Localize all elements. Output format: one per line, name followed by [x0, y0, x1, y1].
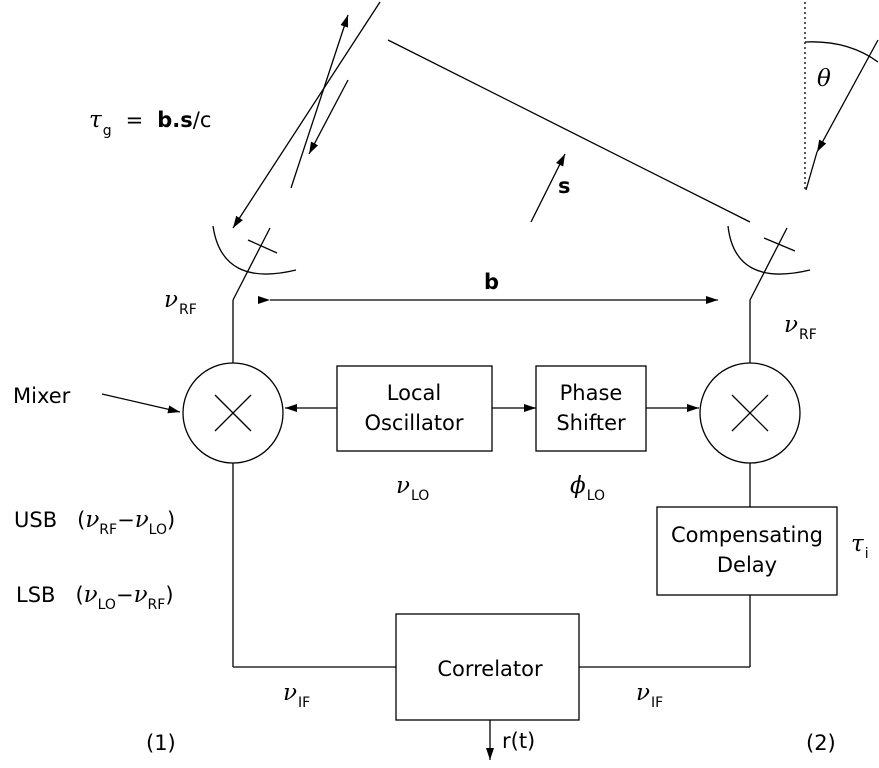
nu-symbol: ν — [396, 473, 410, 499]
tau-i-subscript: i — [865, 546, 869, 562]
lo-subscript: LO — [98, 597, 116, 613]
formula-dot: . — [172, 108, 180, 132]
minus-sign: − — [117, 508, 135, 532]
rf-subscript: RF — [148, 597, 166, 613]
lo-subscript: LO — [411, 488, 429, 504]
phase-shifter-line2: Shifter — [556, 411, 626, 435]
incoming-ray-1 — [232, 1, 381, 229]
incoming-ray-2 — [816, 39, 879, 153]
formula-equals: = — [126, 108, 144, 132]
formula-b: b — [157, 108, 172, 132]
tau-i-label: τi — [851, 531, 869, 562]
nu-symbol: ν — [85, 507, 99, 533]
antenna-2-feed-tick — [763, 237, 796, 252]
rf-subscript: RF — [799, 327, 817, 343]
nu-lo-label: νLO — [396, 473, 429, 504]
delay-path-arrow — [290, 14, 349, 189]
nu-symbol: ν — [84, 582, 98, 608]
phi-lo-label: ϕLO — [570, 473, 605, 504]
nu-symbol: ν — [784, 312, 798, 338]
nu-rf-1-label: νRF — [164, 287, 197, 318]
compensating-delay-line1: Compensating — [671, 523, 823, 547]
phase-shifter-line1: Phase — [560, 381, 623, 405]
nu-symbol: ν — [283, 680, 297, 706]
compensating-delay-line2: Delay — [717, 553, 777, 577]
antenna-2-feed — [749, 227, 788, 301]
antenna-1-feed-tick — [247, 239, 278, 254]
local-oscillator-line1: Local — [387, 381, 441, 405]
delay-path-arrow-down — [308, 79, 349, 155]
local-oscillator-line2: Oscillator — [364, 411, 463, 435]
antenna-2-dish — [727, 225, 811, 275]
formula-tau: τ — [89, 107, 103, 133]
nu-if-2-label: νIF — [636, 680, 663, 711]
nu-symbol: ν — [135, 507, 149, 533]
correlator-output-label: r(t) — [502, 729, 535, 753]
nu-symbol: ν — [636, 680, 650, 706]
rf-subscript: RF — [179, 302, 197, 318]
compensating-delay-box — [656, 506, 838, 596]
formula-tau-subscript: g — [103, 123, 112, 139]
paren-close: ) — [165, 583, 173, 607]
theta-label: θ — [817, 66, 831, 92]
nu-rf-2-label: νRF — [784, 312, 817, 343]
antenna-1-feed — [232, 227, 271, 301]
mixer-1-cross — [214, 394, 252, 432]
mixer-pointer-arrow — [101, 393, 181, 414]
mixer-2-cross — [731, 394, 769, 432]
rf-subscript: RF — [99, 522, 117, 538]
lsb-line: LSB(νLO−νRF) — [16, 582, 174, 613]
phase-shifter-box — [535, 365, 647, 452]
wavefront-line — [387, 39, 751, 223]
tau-i-symbol: τ — [851, 531, 865, 557]
lsb-label: LSB — [16, 583, 55, 607]
nu-symbol: ν — [134, 582, 148, 608]
if-subscript: IF — [298, 695, 310, 711]
lo-subscript: LO — [587, 488, 605, 504]
nu-if-1-label: νIF — [283, 680, 310, 711]
source-vector-label: s — [558, 174, 571, 198]
local-oscillator-box — [336, 365, 493, 452]
theta-angle-arc — [804, 41, 879, 63]
baseline-label: b — [484, 270, 499, 294]
antenna-2-number: (2) — [806, 731, 836, 755]
nu-symbol: ν — [164, 287, 178, 313]
source-vector-arrow — [530, 153, 566, 223]
formula-text: τg = b.s/c — [89, 107, 211, 139]
antenna-1-number: (1) — [146, 731, 176, 755]
lo-subscript: LO — [149, 522, 167, 538]
formula-over-c: /c — [193, 108, 212, 132]
phi-symbol: ϕ — [570, 473, 586, 499]
usb-line: USB(νRF−νLO) — [14, 507, 175, 538]
correlator-label: Correlator — [437, 657, 543, 681]
minus-sign: − — [116, 583, 134, 607]
mixer-label: Mixer — [13, 384, 71, 408]
paren-close: ) — [167, 508, 175, 532]
paren-open: ( — [77, 508, 85, 532]
antenna-1-dish — [212, 225, 297, 275]
if-subscript: IF — [651, 695, 663, 711]
usb-label: USB — [14, 508, 57, 532]
formula-s: s — [180, 108, 193, 132]
incoming-ray-2-tail — [805, 151, 818, 191]
paren-open: ( — [75, 583, 83, 607]
